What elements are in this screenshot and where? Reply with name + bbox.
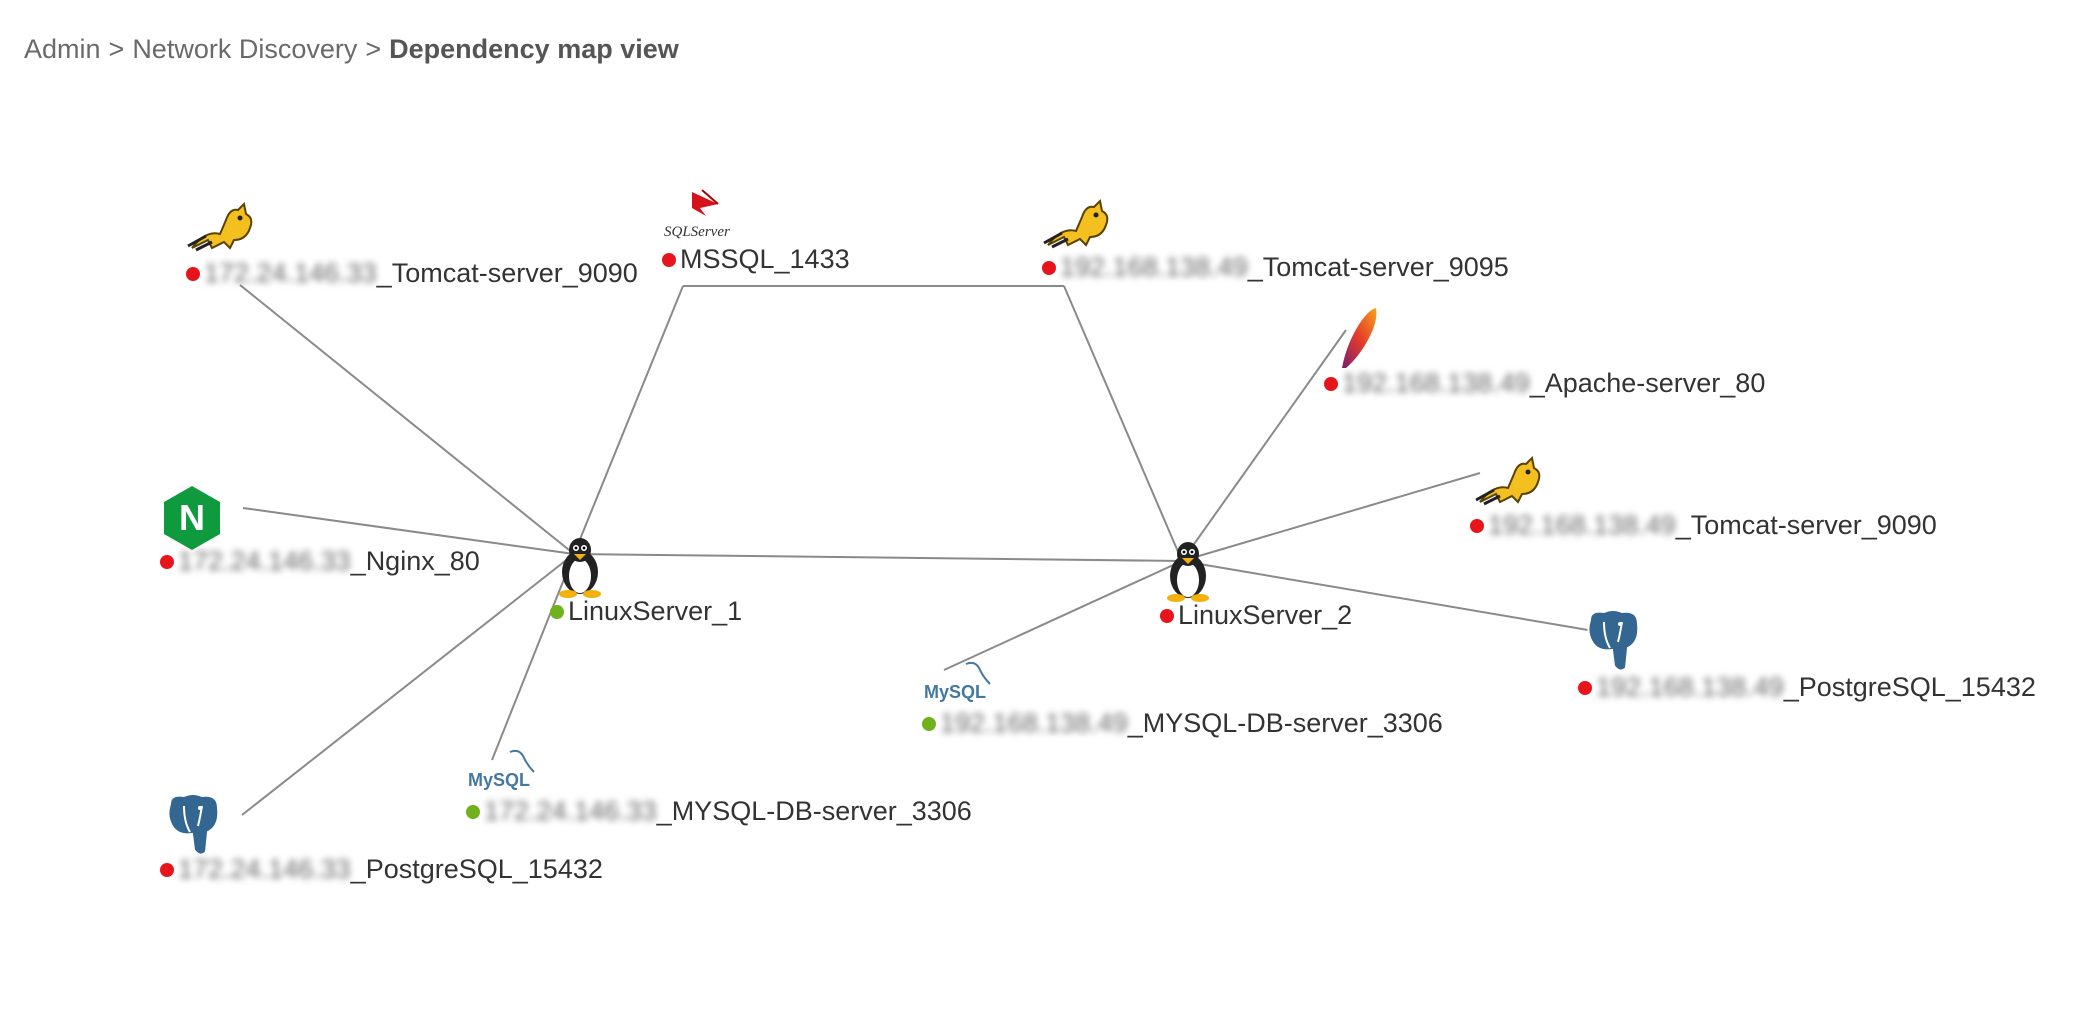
status-dot [160, 554, 174, 569]
breadcrumb-network-discovery[interactable]: Network Discovery [132, 34, 358, 64]
status-dot [1160, 608, 1174, 623]
node-label-mysql-a[interactable]: 172.24.146.33 _MYSQL-DB-server_3306 [466, 796, 972, 827]
node-label-postgres-a[interactable]: 172.24.146.33 _PostgreSQL_15432 [160, 854, 603, 885]
node-name: _MYSQL-DB-server_3306 [656, 796, 972, 826]
node-label-linux1[interactable]: LinuxServer_1 [550, 596, 742, 627]
breadcrumb-separator: > [108, 34, 125, 64]
status-dot [160, 862, 174, 877]
node-ip: 172.24.146.33 [178, 854, 351, 884]
tomcat-icon[interactable] [186, 200, 256, 257]
node-ip: 172.24.146.33 [484, 796, 657, 826]
status-dot [1578, 680, 1592, 695]
node-label-tomcat-b[interactable]: 192.168.138.49 _Tomcat-server_9095 [1042, 252, 1509, 283]
node-name: _Tomcat-server_9090 [376, 258, 638, 288]
linux-icon[interactable] [556, 536, 604, 603]
edge-tomcat-b-linux2 [1063, 285, 1183, 562]
postgresql-icon[interactable] [1580, 608, 1646, 679]
nginx-icon-text: N [179, 497, 205, 538]
node-name: _Tomcat-server_9095 [1247, 252, 1509, 282]
mysql-icon-text: MySQL [468, 770, 530, 790]
edge-linux2-postgres-b [1181, 560, 1589, 631]
node-name: _PostgreSQL_15432 [350, 854, 603, 884]
node-name: _MYSQL-DB-server_3306 [1127, 708, 1443, 738]
node-ip: 192.168.138.49 [1596, 672, 1784, 702]
status-dot [662, 252, 676, 267]
apache-icon[interactable] [1336, 306, 1380, 377]
mysql-icon-text: MySQL [924, 682, 986, 702]
status-dot [1470, 518, 1484, 533]
node-label-nginx[interactable]: 172.24.146.33 _Nginx_80 [160, 546, 480, 577]
edge-linux2-mysql-b [943, 560, 1183, 671]
node-ip: 192.168.138.49 [940, 708, 1128, 738]
node-ip: 192.168.138.49 [1060, 252, 1248, 282]
status-dot [922, 716, 936, 731]
breadcrumb: Admin>Network Discovery>Dependency map v… [24, 34, 679, 65]
breadcrumb-admin[interactable]: Admin [24, 34, 101, 64]
nginx-icon[interactable]: N [160, 484, 224, 557]
edge-linux2-tomcat-c [1181, 472, 1481, 562]
node-label-linux2[interactable]: LinuxServer_2 [1160, 600, 1352, 631]
edge-linux1-nginx [242, 507, 575, 555]
edge-linux1-mssql [573, 285, 684, 555]
node-label-apache[interactable]: 192.168.138.49 _Apache-server_80 [1324, 368, 1765, 399]
postgresql-icon[interactable] [160, 792, 226, 863]
page-title: Dependency map view [389, 34, 679, 64]
edge-linux2-apache [1181, 329, 1347, 562]
status-dot [550, 604, 564, 619]
status-dot [1042, 260, 1056, 275]
node-name: MSSQL_1433 [680, 244, 850, 274]
node-name: _PostgreSQL_15432 [1783, 672, 2036, 702]
sqlserver-icon[interactable]: SQLServer [662, 186, 734, 247]
node-name: LinuxServer_2 [1178, 600, 1353, 630]
node-ip: 172.24.146.33 [178, 546, 351, 576]
node-name: _Apache-server_80 [1529, 368, 1766, 398]
tomcat-icon[interactable] [1042, 197, 1112, 254]
edge-linux1-linux2 [573, 553, 1183, 562]
node-ip: 192.168.138.49 [1488, 510, 1676, 540]
status-dot [466, 804, 480, 819]
node-ip: 192.168.138.49 [1342, 368, 1530, 398]
node-name: LinuxServer_1 [568, 596, 743, 626]
mysql-icon[interactable]: MySQL [922, 658, 996, 711]
node-name: _Tomcat-server_9090 [1675, 510, 1937, 540]
edge-linux1-tomcat-a [239, 284, 575, 555]
node-name: _Nginx_80 [350, 546, 480, 576]
node-label-tomcat-c[interactable]: 192.168.138.49 _Tomcat-server_9090 [1470, 510, 1937, 541]
node-label-postgres-b[interactable]: 192.168.138.49 _PostgreSQL_15432 [1578, 672, 2036, 703]
status-dot [186, 266, 200, 281]
node-label-mysql-b[interactable]: 192.168.138.49 _MYSQL-DB-server_3306 [922, 708, 1443, 739]
edge-linux1-postgres-a [241, 553, 575, 816]
node-label-mssql[interactable]: MSSQL_1433 [662, 244, 850, 275]
status-dot [1324, 376, 1338, 391]
node-ip: 172.24.146.33 [204, 258, 377, 288]
linux-icon[interactable] [1164, 540, 1212, 607]
sqlserver-icon-text: SQLServer [664, 224, 730, 240]
node-label-tomcat-a[interactable]: 172.24.146.33 _Tomcat-server_9090 [186, 258, 638, 289]
edge-linux1-mysql-a [491, 553, 575, 761]
breadcrumb-separator: > [365, 34, 382, 64]
mysql-icon[interactable]: MySQL [466, 746, 540, 799]
tomcat-icon[interactable] [1474, 454, 1544, 511]
